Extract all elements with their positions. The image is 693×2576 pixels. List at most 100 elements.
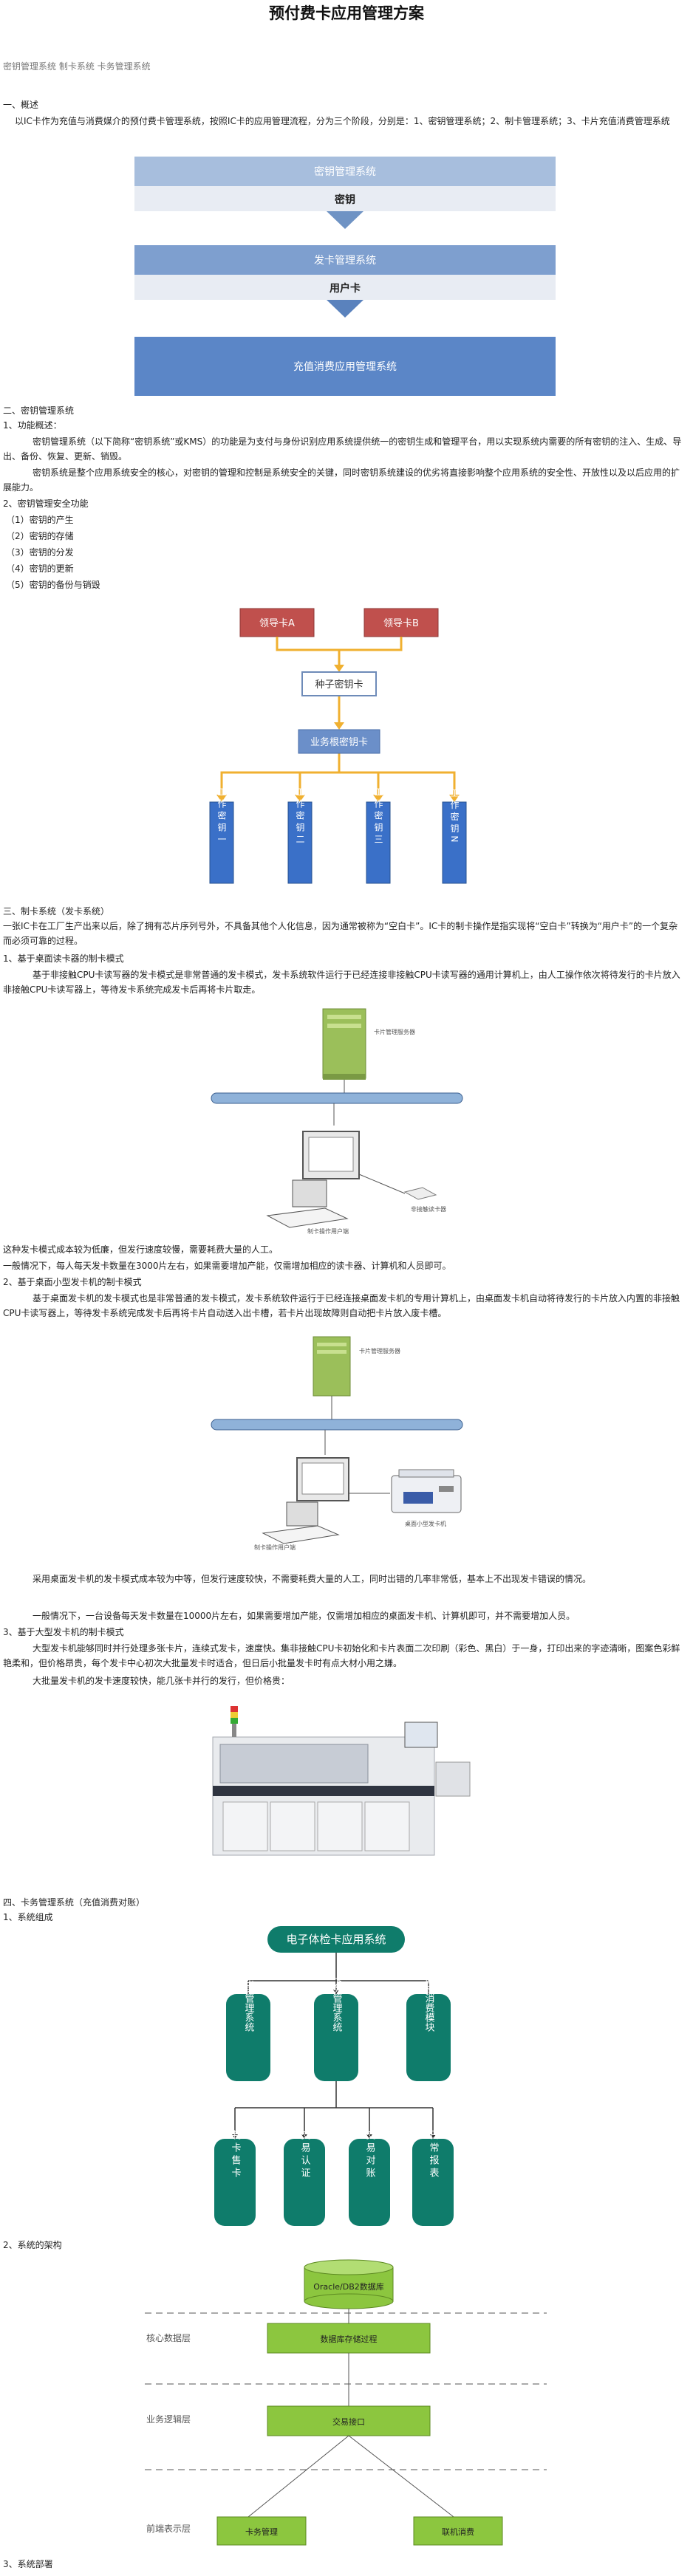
flow-box-kms [134, 157, 556, 186]
kms-subheading-2: 2、密钥管理安全功能 [3, 499, 89, 509]
arrow-down [333, 1990, 339, 1994]
section-heading-overview: 一、概述 [3, 100, 39, 110]
reader-caption: 非接触读卡器 [411, 1205, 446, 1213]
lead-card-a-label: 领导卡A [259, 618, 295, 629]
server-caption: 卡片管理服务器 [359, 1347, 400, 1354]
flow-box-consume-label: 充值消费应用管理系统 [293, 360, 397, 373]
pc-icon [262, 1457, 349, 1544]
front-box-card-mgmt [216, 2516, 307, 2546]
card-paragraph-1: 一张IC卡在工厂生产出来以后，除了拥有芯片序列号外，不具备其他个人化信息，因为通… [3, 921, 678, 946]
arrow-down [232, 2134, 238, 2139]
arrow-down [334, 722, 344, 730]
leaf-node-label: 交易认证 [299, 2129, 311, 2180]
card-subheading-2: 2、基于桌面小型发卡机的制卡模式 [3, 1277, 142, 1287]
tree-lines-top [220, 637, 456, 798]
server-caption: 卡片管理服务器 [374, 1028, 415, 1035]
database-label: Oracle/DB2数据库 [313, 2281, 384, 2292]
flow-label-card-text: 用户卡 [330, 282, 361, 295]
composition-lines [234, 1953, 434, 2139]
database-icon [304, 2259, 394, 2309]
mid-node [226, 1994, 270, 2081]
section-heading-kms: 二、密钥管理系统 [3, 405, 75, 416]
machine-door [317, 1801, 363, 1852]
overview-paragraph: 以IC卡作为充值与消费媒介的预付费卡管理系统，按照IC卡的应用管理流程，分为三个… [15, 116, 670, 126]
arrow-down [449, 795, 460, 802]
desktop-printer-diagram: 卡片管理服务器 桌面小型发卡机 制卡操作用户端 [211, 1336, 463, 1551]
kms-paragraph-2: 密钥系统是整个应用系统安全的核心，对密钥的管理和控制是系统安全的关键，同时密钥系… [3, 467, 680, 493]
ops-subheading-3: 3、系统部署 [3, 2559, 53, 2569]
biz-root-key-card-label: 业务根密钥卡 [310, 736, 368, 748]
page-title: 预付费卡应用管理方案 [269, 4, 424, 22]
biz-layer-label: 业务逻辑层 [146, 2414, 191, 2425]
link-line [348, 2435, 454, 2518]
front-box-online [413, 2516, 503, 2546]
network-bus [211, 1419, 463, 1431]
seed-key-card-label: 种子密钥卡 [315, 679, 363, 691]
biz-box-label: 交易接口 [332, 2416, 365, 2427]
lead-card-a [239, 608, 315, 637]
seed-key-card [301, 671, 377, 696]
work-key-label: 工作密钥二 [295, 787, 305, 846]
machine-side-unit [435, 1761, 471, 1797]
mid-node [314, 1994, 358, 2081]
flow-box-issue [134, 245, 556, 275]
ops-subheading-1: 1、系统组成 [3, 1912, 53, 1922]
machine-door [364, 1801, 410, 1852]
kms-paragraph-1: 密钥管理系统（以下简称“密钥系统”或KMS）的功能是为支付与身份识别应用系统提供… [3, 436, 682, 462]
arrow-down [334, 665, 344, 672]
card-paragraph-5: 基于桌面发卡机的发卡模式也是非常普通的发卡模式，发卡系统软件运行于已经连接桌面发… [3, 1293, 680, 1318]
front-box-online-label: 联机消费 [442, 2527, 474, 2537]
work-key-label: 工作密钥N [449, 789, 460, 846]
large-card-machine-photo [212, 1706, 471, 1856]
card-paragraph-4: 一般情况下，每人每天发卡数量在3000片左右，如果需要增加产能，仅需增加相应的读… [3, 1261, 451, 1271]
front-layer-label: 前端表示层 [146, 2523, 191, 2534]
arrow-down [216, 795, 227, 802]
network-bus [211, 1092, 463, 1104]
flow-arrow-1 [327, 211, 363, 229]
link-line [358, 1174, 406, 1194]
mid-node-label: 联机消费模块 [423, 1974, 435, 2032]
architecture-diagram: Oracle/DB2数据库 核心数据层 数据库存储过程 业务逻辑层 交易接口 前… [145, 2259, 547, 2546]
core-box-label: 数据库存储过程 [321, 2334, 378, 2344]
work-key-card [287, 801, 313, 884]
ops-subheading-2: 2、系统的架构 [3, 2240, 62, 2250]
work-keys: 工作密钥一 工作密钥二 工作密钥三 工作密钥N [209, 787, 467, 884]
work-key-label: 工作密钥三 [373, 787, 383, 846]
arrow-down [301, 2134, 307, 2139]
work-key-label: 工作密钥一 [216, 787, 227, 846]
signal-light [231, 1706, 238, 1712]
work-key-card [366, 801, 391, 884]
arrow-down [295, 795, 305, 802]
flow-box-issue-label: 发卡管理系统 [314, 255, 376, 267]
flow-diagram: 密钥管理系统 密钥 发卡管理系统 用户卡 充值消费应用管理系统 [134, 157, 556, 396]
printer-icon [391, 1469, 462, 1513]
kms-item: （2）密钥的存储 [6, 531, 74, 541]
kms-item: （5）密钥的备份与销毁 [6, 580, 100, 590]
kms-subheading-1: 1、功能概述： [3, 420, 62, 431]
root-node-label: 电子体检卡应用系统 [286, 1933, 386, 1946]
system-composition-diagram: 电子体检卡应用系统 密钥管理系统 卡务管理系统 联机消费模块 制卡售卡 交易认证… [214, 1926, 454, 2226]
desktop-reader-diagram: 卡片管理服务器 非接触读卡器 制卡操作用户端 [211, 1008, 463, 1235]
card-paragraph-7: 一般情况下，一台设备每天发卡数量在10000片左右，如果需要增加产能，仅需增加相… [33, 1611, 576, 1621]
printer-caption: 桌面小型发卡机 [405, 1520, 446, 1527]
card-paragraph-3: 这种发卡模式成本较为低廉，但发行速度较慢，需要耗费大量的人工。 [3, 1244, 279, 1255]
signal-light [231, 1712, 238, 1718]
signal-light [231, 1718, 238, 1724]
pc-caption: 制卡操作用户端 [307, 1227, 349, 1235]
card-paragraph-9: 大批量发卡机的发卡速度较快，能几张卡并行的发行，但价格贵： [33, 1676, 290, 1686]
pc-icon [266, 1131, 360, 1228]
kms-item: （4）密钥的更新 [6, 564, 74, 574]
lead-card-b [363, 608, 439, 637]
server-icon [313, 1336, 351, 1397]
lead-card-b-label: 领导卡B [383, 618, 419, 629]
leaf-node-label: 日常报表 [428, 2130, 440, 2180]
flow-label-key-text: 密钥 [334, 193, 355, 206]
work-key-card [442, 801, 467, 884]
leaf-node [284, 2139, 325, 2226]
mid-node [406, 1994, 451, 2081]
machine-door [270, 1801, 315, 1852]
card-paragraph-6: 采用桌面发卡机的发卡模式成本较为中等，但发行速度较快，不需要耗费大量的人工，同时… [33, 1574, 592, 1584]
arrow-down [366, 2134, 372, 2139]
flow-box-kms-label: 密钥管理系统 [314, 165, 376, 178]
machine-window [219, 1744, 369, 1784]
